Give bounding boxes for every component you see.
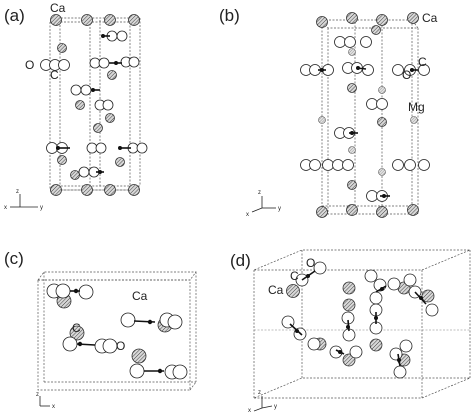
panel-c-label: (c) bbox=[4, 249, 24, 268]
panel-d-label: (d) bbox=[230, 251, 251, 270]
panel-b-cell bbox=[321, 19, 419, 215]
panel-a-ca-label: Ca bbox=[50, 1, 66, 15]
panel-c-axes: z x bbox=[36, 392, 55, 410]
panel-d-axis-y: y bbox=[274, 404, 277, 410]
panel-b-mg-label: Mg bbox=[408, 100, 425, 114]
panel-c-ca-label: Ca bbox=[132, 289, 148, 303]
panel-b-axes: z x y bbox=[246, 190, 281, 218]
panel-c-carbonate-groups bbox=[46, 283, 188, 380]
panel-b-axis-z: z bbox=[258, 190, 261, 196]
panel-c-axis-z: z bbox=[36, 392, 39, 398]
panel-b: (b) bbox=[219, 6, 438, 218]
panel-a-calcium-atoms bbox=[50, 14, 140, 196]
panel-d-ca-label: Ca bbox=[268, 283, 284, 297]
panel-d-cell bbox=[253, 249, 471, 399]
panel-d-axes: z x y bbox=[248, 390, 277, 413]
panel-c-o-label: O bbox=[116, 339, 125, 353]
panel-d-c-label: C bbox=[290, 269, 299, 283]
panel-d: (d) bbox=[230, 249, 471, 413]
panel-c-cell bbox=[37, 271, 197, 391]
panel-b-axis-y: y bbox=[278, 206, 281, 212]
panel-a-axes: z x y bbox=[4, 189, 43, 211]
panel-a-label: (a) bbox=[4, 6, 25, 25]
panel-b-o-label: O bbox=[402, 68, 411, 82]
panel-a-axis-x: x bbox=[4, 205, 7, 211]
panel-d-axis-x: x bbox=[248, 408, 251, 413]
panel-d-o-label: O bbox=[306, 256, 315, 270]
panel-b-carbonate-groups bbox=[300, 36, 430, 202]
panel-a-o-label: O bbox=[25, 58, 34, 72]
panel-c-c-label: C bbox=[72, 321, 81, 335]
panel-a-c-label: C bbox=[50, 68, 59, 82]
panel-b-c-label: C bbox=[418, 55, 427, 69]
panel-a: (a) bbox=[4, 1, 148, 211]
panel-b-calcium-atoms bbox=[316, 12, 419, 218]
panel-b-magnesium-atoms bbox=[318, 48, 418, 176]
panel-d-calcium-atoms bbox=[286, 281, 435, 367]
panel-b-label: (b) bbox=[219, 6, 240, 25]
panel-a-carbonate-groups bbox=[40, 30, 148, 178]
panel-a-axis-y: y bbox=[40, 205, 43, 211]
panel-c-axis-x: x bbox=[52, 404, 55, 410]
panel-d-carbonate-groups bbox=[281, 261, 439, 379]
panel-a-axis-z: z bbox=[16, 189, 19, 195]
panel-c: (c) Ca C O z bbox=[4, 249, 197, 410]
panel-b-ca-label: Ca bbox=[422, 11, 438, 25]
panel-d-axis-z: z bbox=[258, 390, 261, 396]
panel-b-axis-x: x bbox=[246, 212, 249, 218]
